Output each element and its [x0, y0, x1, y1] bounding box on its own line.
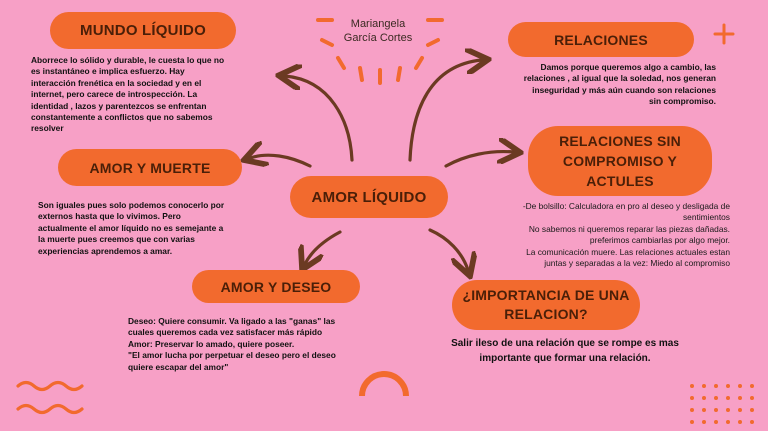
text-line: Aborrece lo sólido y durable, le cuesta …	[31, 55, 225, 65]
text-line: Son iguales pues solo podemos conocerlo …	[38, 200, 225, 210]
text-line: "El amor lucha por perpetuar el deseo pe…	[128, 350, 336, 361]
text-line: cuales queremos cada vez satisfacer más …	[128, 327, 323, 338]
mundo-liquido-text: Aborrece lo sólido y durable, le cuesta …	[31, 55, 224, 135]
text-line: externos hasta que lo vivimos. Pero	[38, 211, 181, 222]
amor-muerte-label: AMOR Y MUERTE	[89, 159, 211, 176]
text-line: internet, pero carece de introspección. …	[31, 89, 198, 100]
text-line: La comunicación muere. Las relaciones ac…	[526, 246, 730, 257]
author-first-name: Mariangela	[350, 18, 406, 30]
importancia-node: ¿IMPORTANCIA DE UNA RELACION?	[452, 280, 640, 330]
relaciones-label: RELACIONES	[554, 31, 648, 48]
sin-compromiso-label-line: RELACIONES SIN	[559, 133, 681, 149]
sin-compromiso-label-line: ACTULES	[586, 173, 654, 189]
text-line: relaciones , al igual que la soledad, no…	[523, 73, 716, 84]
relaciones-node: RELACIONES	[508, 22, 694, 57]
text-line: es instantáneo e implica esfuerzo. Hay	[31, 66, 185, 77]
text-line: inseguridad y más aún cuando son relacio…	[532, 84, 716, 95]
plus-icon	[713, 23, 735, 45]
arrow-to-muerte	[250, 155, 312, 166]
arrow-to-sin-compromiso	[444, 152, 514, 168]
text-line: Damos porque queremos algo a cambio, las	[540, 62, 716, 72]
sin-compromiso-label-line: COMPROMISO Y	[562, 153, 678, 169]
amor-deseo-node: AMOR Y DESEO	[192, 270, 360, 303]
importancia-label-line: RELACION?	[504, 306, 588, 322]
text-line: resolver	[31, 123, 64, 134]
sin-compromiso-text: -De bolsillo: Calculadora en pro al dese…	[523, 201, 730, 269]
text-line: Amor: Preservar lo amado, quiere poseer.	[128, 338, 295, 349]
author-name: Mariangela García Cortes	[332, 17, 424, 45]
author-last-name: García Cortes	[343, 32, 413, 44]
text-line: -De bolsillo: Calculadora en pro al dese…	[522, 201, 730, 211]
amor-muerte-node: AMOR Y MUERTE	[58, 149, 242, 186]
text-line: la muerte pues creemos que con varias	[38, 234, 195, 245]
arrow-to-relaciones	[408, 60, 482, 162]
text-line: juntas y separadas a la vez: Miedo al co…	[544, 258, 730, 269]
wave-lines-icon	[16, 380, 84, 415]
amor-muerte-text: Son iguales pues solo podemos conocerlo …	[38, 200, 224, 257]
text-line: No sabemos ni queremos reparar las pieza…	[528, 223, 730, 234]
importancia-label-line: ¿IMPORTANCIA DE UNA	[462, 287, 630, 303]
sun-rays-icon	[316, 18, 444, 85]
text-line: Deseo: Quiere consumir. Va ligado a las …	[128, 316, 336, 326]
center-node: AMOR LÍQUIDO	[290, 176, 448, 218]
text-line: interacción frenética en la sociedad y e…	[31, 77, 202, 88]
text-line: sin compromiso.	[648, 96, 716, 107]
relaciones-text: Damos porque queremos algo a cambio, las…	[524, 62, 716, 108]
text-line: preferimos cambiarlas por algo mejor.	[589, 235, 730, 246]
text-line: sentimientos	[682, 212, 730, 223]
text-line: experiencias aprendemos a amar.	[38, 245, 173, 256]
text-line: identidad , lazos y parentezcos se enfre…	[31, 100, 207, 111]
amor-deseo-label: AMOR Y DESEO	[220, 278, 332, 295]
dot-grid-icon	[690, 384, 754, 424]
text-line: constantemente a conflictos que no sabem…	[31, 112, 213, 123]
arrow-to-deseo	[305, 230, 342, 264]
text-line: Salir ileso de una relación que se rompe…	[451, 338, 679, 349]
center-label: AMOR LÍQUIDO	[311, 188, 427, 206]
arrow-to-importancia	[428, 228, 468, 270]
arrow-to-mundo	[285, 76, 354, 162]
amor-deseo-text: Deseo: Quiere consumir. Va ligado a las …	[128, 316, 336, 373]
importancia-text: Salir ileso de una relación que se rompe…	[430, 336, 700, 366]
mundo-liquido-label: MUNDO LÍQUIDO	[80, 22, 206, 39]
text-line: quiere escapar del amor"	[128, 361, 229, 372]
mundo-liquido-node: MUNDO LÍQUIDO	[50, 12, 236, 49]
text-line: importante que formar una relación.	[479, 353, 651, 364]
half-circle-icon	[359, 371, 409, 397]
text-line: actualmente el amor líquido no es semeja…	[38, 222, 224, 233]
sin-compromiso-node: RELACIONES SIN COMPROMISO Y ACTULES	[528, 126, 712, 196]
